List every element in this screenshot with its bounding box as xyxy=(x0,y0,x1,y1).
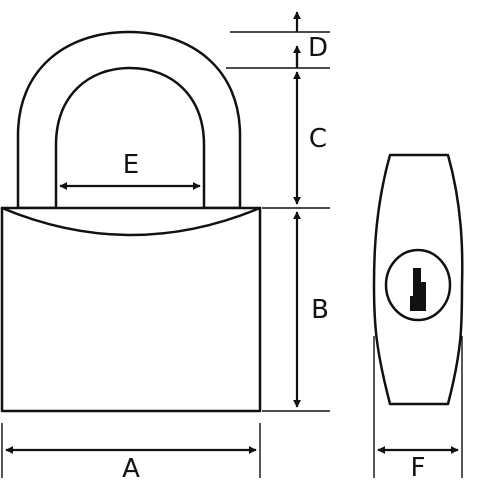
dimension-label-e: E xyxy=(122,150,140,180)
dimension-label-a: A xyxy=(122,454,140,484)
shackle-outline xyxy=(16,30,242,210)
lock-body-outline xyxy=(0,206,262,413)
keyhole-ring xyxy=(384,248,452,322)
dimension-label-b: B xyxy=(311,295,329,325)
lock-body-curve xyxy=(0,206,262,237)
dimension-label-f: F xyxy=(410,453,426,483)
dimension-label-d: D xyxy=(307,33,329,63)
keyhole-icon xyxy=(410,268,426,311)
dimension-label-c: C xyxy=(308,124,328,154)
